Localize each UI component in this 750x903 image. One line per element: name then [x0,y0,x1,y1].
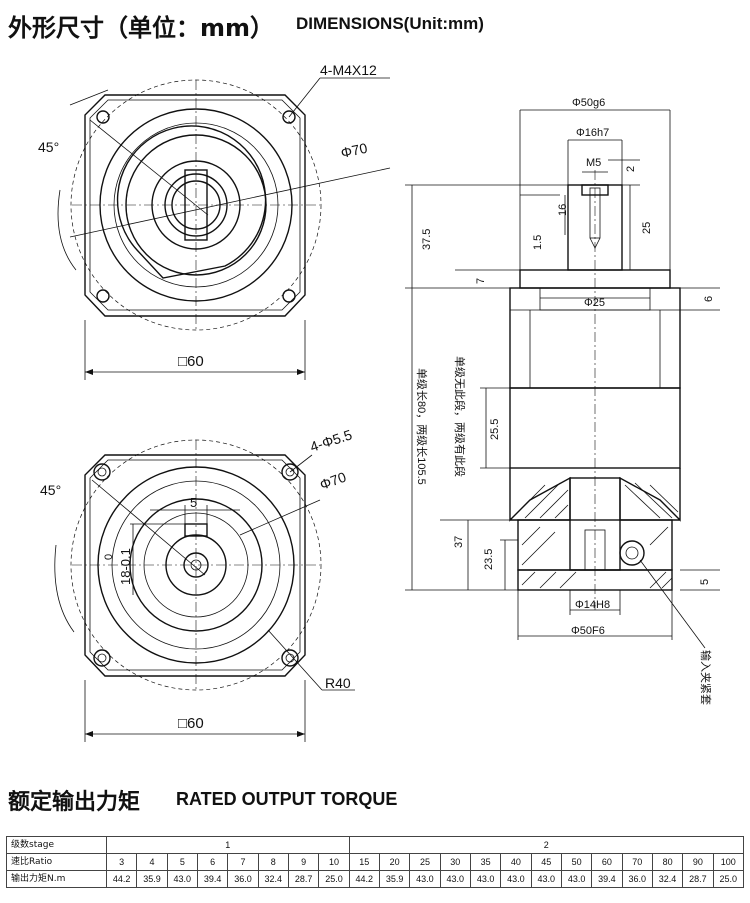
ratio-cell: 35 [469,853,502,871]
side-thread: M5 [586,157,601,169]
technical-drawing: 4-M4X12 45° Φ70 □60 [38,62,720,742]
top-front-view [57,77,391,380]
ratio-cell: 3 [105,853,138,871]
torque-cell: 43.0 [439,870,471,888]
torque-cell: 25.0 [318,870,350,888]
side-dim-25-shaft: 25 [641,222,653,234]
ratio-label: 速比Ratio [6,853,107,871]
page-title-cn: 外形尺寸（单位：mm） [8,14,275,42]
ratio-cell: 9 [287,853,320,871]
side-note-length: 单级长80，两级长105.5 [415,368,428,485]
side-dim-7: 7 [475,278,487,284]
ratio-cell: 10 [318,853,350,871]
ratio-cell: 30 [439,853,471,871]
torque-cell: 32.4 [651,870,684,888]
ratio-cell: 70 [621,853,653,871]
ratio-cell: 45 [530,853,562,871]
side-dim-16: 16 [557,204,569,216]
stage-two-cell: 2 [348,836,745,854]
ratio-cell: 80 [651,853,684,871]
torque-cell: 43.0 [530,870,562,888]
torque-cell: 44.2 [105,870,138,888]
side-view [405,109,720,649]
side-input-note: 输入夹紧套 [699,650,713,705]
torque-cell: 36.0 [227,870,259,888]
ratio-cell: 50 [560,853,593,871]
top-angle-label: 45° [38,139,59,155]
top-pcd-label: Φ70 [339,140,369,161]
side-dim-6: 6 [703,296,715,302]
torque-cell: 43.0 [166,870,198,888]
ratio-cell: 4 [136,853,168,871]
ratio-cell: 40 [500,853,532,871]
torque-cell: 36.0 [621,870,653,888]
bottom-front-view [54,439,355,742]
side-dim-37-5: 37.5 [421,229,433,250]
torque-cell: 43.0 [500,870,532,888]
ratio-cell: 25 [409,853,441,871]
bottom-angle-label: 45° [40,482,61,498]
torque-cell: 35.9 [136,870,168,888]
side-note-single: 单级无此段，两级有此段 [453,356,467,477]
torque-cell: 43.0 [560,870,593,888]
top-square-label: □60 [178,353,204,370]
side-dim-23-5: 23.5 [483,549,495,570]
radius-label: R40 [325,675,351,691]
ratio-cell: 20 [378,853,411,871]
torque-cell: 25.0 [712,870,745,888]
ratio-cell: 100 [712,853,745,871]
ratio-cell: 60 [591,853,623,871]
torque-cell: 32.4 [257,870,289,888]
torque-label: 输出力矩N.m [6,870,107,888]
bottom-square-label: □60 [178,715,204,732]
side-input-flange-dia: Φ50F6 [571,625,605,637]
bottom-pcd-label: Φ70 [318,469,349,493]
stage-label: 级数stage [6,836,107,854]
side-dia-25: Φ25 [584,297,605,309]
side-flange-dia: Φ50g6 [572,97,605,109]
key-width-label: 5 [190,495,197,510]
side-dim-1-5: 1.5 [532,235,544,250]
torque-cell: 39.4 [196,870,229,888]
torque-cell: 28.7 [682,870,714,888]
ratio-cell: 7 [227,853,259,871]
side-dim-25-5: 25.5 [489,419,501,440]
torque-cell: 28.7 [287,870,320,888]
side-dim-2: 2 [625,166,637,172]
torque-title-cn: 额定输出力矩 [8,790,141,815]
bottom-holes-label: 4-Φ5.5 [308,426,354,455]
side-shaft-dia: Φ16h7 [576,127,609,139]
key-tolerance-label: 0 [103,554,115,560]
stage-one-cell: 1 [106,836,350,854]
torque-cell: 43.0 [409,870,441,888]
stage-row: 级数stage 1 2 [6,836,745,854]
torque-cell: 44.2 [348,870,380,888]
torque-cell: 35.9 [378,870,411,888]
side-dim-5: 5 [699,579,711,585]
page-title-en: DIMENSIONS(Unit:mm) [296,14,484,33]
ratio-cell: 6 [196,853,229,871]
torque-title-en: RATED OUTPUT TORQUE [176,789,398,809]
key-height-label: 18-0.1 [118,548,133,585]
ratio-cell: 90 [682,853,714,871]
ratio-cell: 15 [348,853,380,871]
top-holes-label: 4-M4X12 [320,62,377,78]
side-dim-37: 37 [453,536,465,548]
side-input-dia: Φ14H8 [575,599,610,611]
torque-cell: 39.4 [591,870,623,888]
ratio-cell: 5 [166,853,198,871]
ratio-cell: 8 [257,853,289,871]
torque-cell: 43.0 [469,870,502,888]
